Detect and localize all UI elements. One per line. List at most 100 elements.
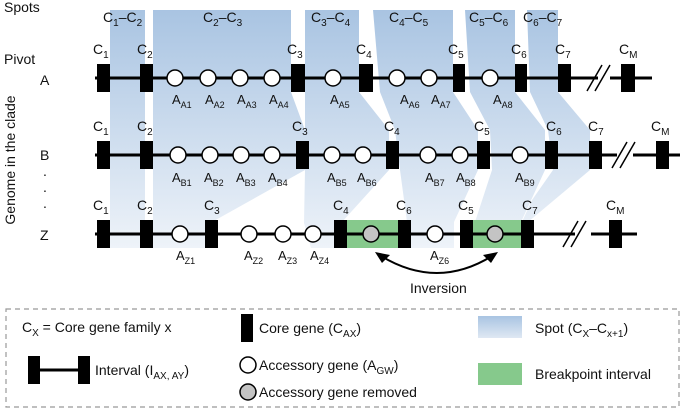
core-gene-label: C2 <box>137 197 153 217</box>
core-gene <box>97 64 110 92</box>
core-gene <box>140 220 153 248</box>
accessory-gene-label: AB5 <box>327 170 347 188</box>
genome-row-a: C1 C2 C3 C4 C5 C6 C7 CM AA1 AA2 AA3 AA4 … <box>93 41 652 110</box>
accessory-gene-label: AB8 <box>456 170 476 188</box>
spot-band-c2-c3 <box>153 10 305 248</box>
core-gene <box>359 64 373 92</box>
core-gene <box>334 220 347 248</box>
break-mark <box>562 220 579 248</box>
accessory-gene-label: AZ2 <box>244 248 263 266</box>
spot-label: C4–C5 <box>389 9 429 29</box>
accessory-gene <box>354 146 372 164</box>
legend-breakpoint-label: Breakpoint interval <box>535 366 651 382</box>
accessory-gene <box>240 225 258 243</box>
accessory-gene-removed <box>486 225 504 243</box>
accessory-gene-label: AZ3 <box>278 248 297 266</box>
spot-band-c4-c5 <box>373 10 478 248</box>
legend-interval-left-gene <box>28 356 40 384</box>
spots-header: Spots <box>4 0 40 15</box>
accessory-gene <box>426 225 444 243</box>
legend-cx-definition: CX = Core gene family x <box>22 319 171 339</box>
spot-band-c5-c6 <box>465 10 545 248</box>
core-gene-label: C3 <box>287 41 303 61</box>
accessory-gene <box>263 69 281 87</box>
accessory-gene-label: AB1 <box>172 170 192 188</box>
core-gene <box>477 141 490 169</box>
core-gene <box>140 141 153 169</box>
accessory-gene-label: AA6 <box>400 92 420 110</box>
spot-band-c6-c7 <box>510 10 590 248</box>
accessory-gene <box>166 69 184 87</box>
accessory-gene-label: AB9 <box>515 170 535 188</box>
spot-label: C3–C4 <box>311 9 351 29</box>
break-mark <box>570 220 587 248</box>
legend-interval-right-gene <box>78 356 90 384</box>
core-gene <box>97 220 110 248</box>
inversion-label: Inversion <box>410 280 467 296</box>
accessory-gene <box>420 69 438 87</box>
legend-box <box>5 308 680 408</box>
legend: CX = Core gene family x Interval (IAX, A… <box>5 308 680 408</box>
accessory-gene <box>323 146 341 164</box>
accessory-gene <box>232 146 250 164</box>
core-gene-label: C1 <box>93 197 109 217</box>
core-gene <box>521 220 534 248</box>
spot-label: C2–C3 <box>203 9 243 29</box>
core-gene-label: C3 <box>204 197 220 217</box>
core-gene <box>460 220 473 248</box>
core-gene-label: C7 <box>588 118 604 138</box>
accessory-gene-label: AB6 <box>357 170 377 188</box>
accessory-gene-label: AA8 <box>493 92 513 110</box>
row-label-a: A <box>40 72 50 88</box>
core-gene <box>398 220 411 248</box>
core-gene-label: C2 <box>137 41 153 61</box>
genome-row-z: C1 C2 C3 C4 C6 C5 C7 CM AZ1 AZ2 AZ3 AZ4 … <box>93 197 637 296</box>
accessory-gene <box>274 225 292 243</box>
accessory-gene <box>263 146 281 164</box>
accessory-gene <box>388 69 406 87</box>
accessory-gene-label: AZ4 <box>310 248 329 266</box>
pivot-header: Pivot <box>4 51 35 67</box>
spot-labels: C1–C2 C2–C3 C3–C4 C4–C5 C5–C6 C6–C7 <box>103 9 563 29</box>
core-gene <box>558 64 571 92</box>
ellipsis-dot: . <box>43 179 47 195</box>
core-gene <box>453 64 465 92</box>
row-label-z: Z <box>40 227 49 243</box>
spot-ribbons <box>110 10 590 248</box>
core-gene-label: C6 <box>511 41 527 61</box>
legend-removed-gene-swatch <box>239 383 257 401</box>
accessory-gene-label: AB3 <box>236 170 256 188</box>
spot-label: C6–C7 <box>523 9 563 29</box>
core-gene-label: C5 <box>458 197 474 217</box>
accessory-gene-label: AA5 <box>330 92 350 110</box>
accessory-gene <box>201 146 219 164</box>
genome-row-b: C1 C2 C3 C4 C5 C6 C7 CM AB1 AB2 AB3 AB4 … <box>93 118 680 188</box>
legend-spot-swatch <box>478 316 522 338</box>
legend-accessory-gene-swatch <box>239 356 257 374</box>
accessory-gene <box>171 225 189 243</box>
core-gene-label: C6 <box>396 197 412 217</box>
core-gene <box>515 64 527 92</box>
core-gene-label: CM <box>651 118 669 138</box>
core-gene-label: C5 <box>448 41 464 61</box>
core-gene <box>545 141 558 169</box>
legend-removed-gene-label: Accessory gene removed <box>259 384 417 400</box>
spot-band-c1-c2 <box>110 10 145 248</box>
break-mark <box>594 64 611 92</box>
accessory-gene-label: AA3 <box>237 92 257 110</box>
arrowhead-left-icon <box>375 252 390 263</box>
core-gene-label: C7 <box>522 197 538 217</box>
legend-spot-label: Spot (CX–Cx+1) <box>535 320 628 340</box>
legend-breakpoint-swatch <box>478 363 522 385</box>
core-gene-label: C4 <box>384 118 400 138</box>
core-gene <box>291 64 305 92</box>
accessory-gene <box>304 225 322 243</box>
accessory-gene-label: AA1 <box>172 92 192 110</box>
ellipsis-dot: . <box>43 195 47 211</box>
genome-axis-label: Genome in the clade <box>2 95 18 224</box>
core-gene-label: C3 <box>292 118 308 138</box>
core-gene-label: C2 <box>137 118 153 138</box>
spot-band-c3-c4 <box>304 10 389 248</box>
core-gene-label: C6 <box>546 118 562 138</box>
